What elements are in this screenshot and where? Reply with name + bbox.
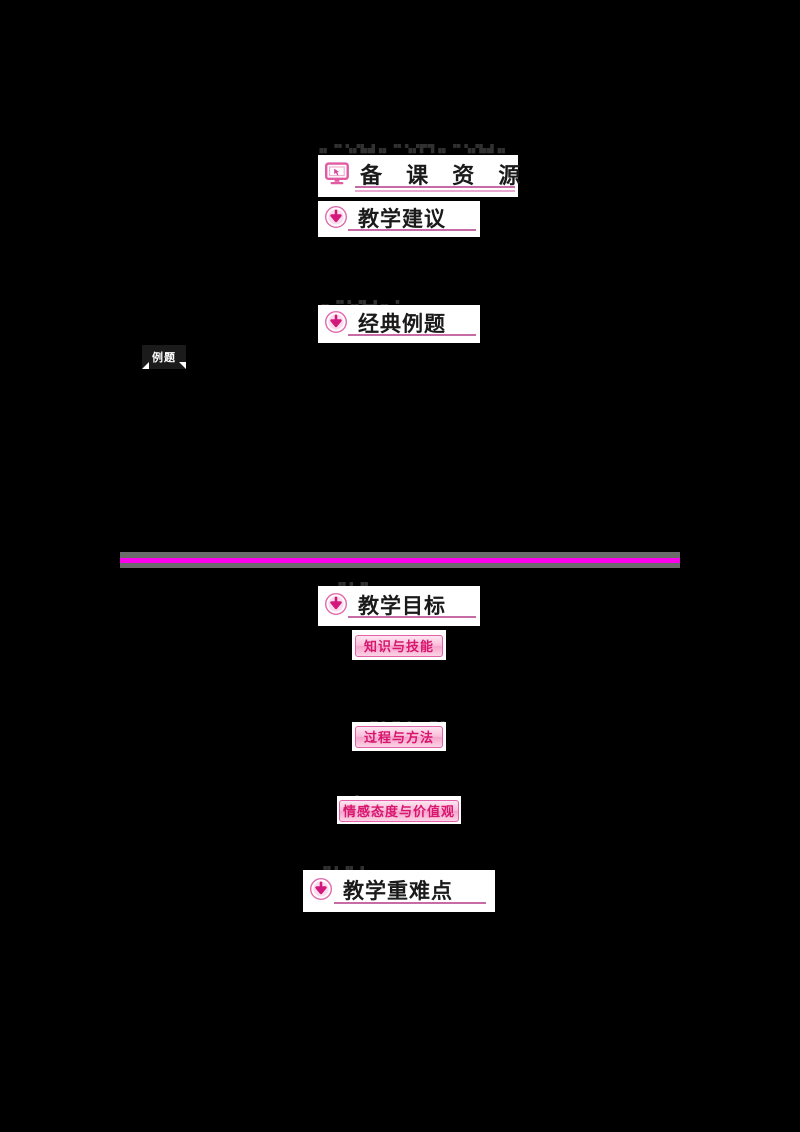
objective-badge-qinggan-taidu-yu-jiazhiguan[interactable]: 情感态度与价值观: [339, 800, 459, 822]
download-circle-icon: [309, 877, 333, 906]
example-badge[interactable]: 例题: [142, 345, 186, 369]
magenta-divider: [120, 552, 680, 568]
section-underline-jingdian-liti: [348, 334, 476, 336]
download-circle-icon: [324, 592, 348, 621]
monitor-icon: [324, 161, 350, 191]
section-underline-jiaoxue-jianyi: [348, 229, 476, 231]
section-title-jingdian-liti: 经典例题: [358, 312, 446, 336]
objective-badge-label: 情感态度与价值观: [342, 803, 455, 819]
section-title-beike-ziyuan: 备 课 资 源: [360, 163, 530, 188]
objective-badge-zhishi-yu-jineng[interactable]: 知识与技能: [355, 635, 443, 657]
section-card-jiaoxue-mubiao[interactable]: 教学目标: [318, 586, 480, 626]
artifact-text-above-beike: ▗▖▝▘▚▞▙▟▗▖▝▘▚▞▛▜▗▖▝▘▚▞▙▟▗▖▝▘: [316, 144, 506, 154]
section-title-jiaoxue-mubiao: 教学目标: [358, 594, 446, 618]
objective-badge-wrap-guocheng-yu-fangfa: 过程与方法: [352, 722, 446, 751]
section-card-jiaoxue-jianyi[interactable]: 教学建议: [318, 201, 480, 237]
objective-badge-guocheng-yu-fangfa[interactable]: 过程与方法: [355, 726, 443, 748]
section-title-jiaoxue-zhongnandian: 教学重难点: [343, 879, 453, 903]
objective-badge-wrap-zhishi-yu-jineng: 知识与技能: [352, 630, 446, 660]
objective-badge-label: 知识与技能: [363, 638, 434, 654]
example-badge-corner-right: [179, 362, 186, 369]
section-underline-jiaoxue-mubiao: [348, 616, 476, 618]
section-card-jiaoxue-zhongnandian[interactable]: 教学重难点: [303, 870, 495, 912]
section-card-jingdian-liti[interactable]: 经典例题: [318, 305, 480, 343]
objective-badge-label: 过程与方法: [363, 729, 434, 745]
section-title-jiaoxue-jianyi: 教学建议: [358, 207, 446, 231]
section-underline-jiaoxue-zhongnandian: [334, 902, 486, 904]
example-badge-label: 例题: [152, 352, 176, 364]
objective-badge-wrap-qinggan-taidu-yu-jiazhiguan: 情感态度与价值观: [337, 796, 461, 824]
download-circle-icon: [324, 310, 348, 339]
example-badge-corner-left: [142, 362, 149, 369]
section-underline-beike-ziyuan: [355, 186, 515, 192]
magenta-divider-line: [120, 557, 680, 563]
download-circle-icon: [324, 205, 348, 234]
